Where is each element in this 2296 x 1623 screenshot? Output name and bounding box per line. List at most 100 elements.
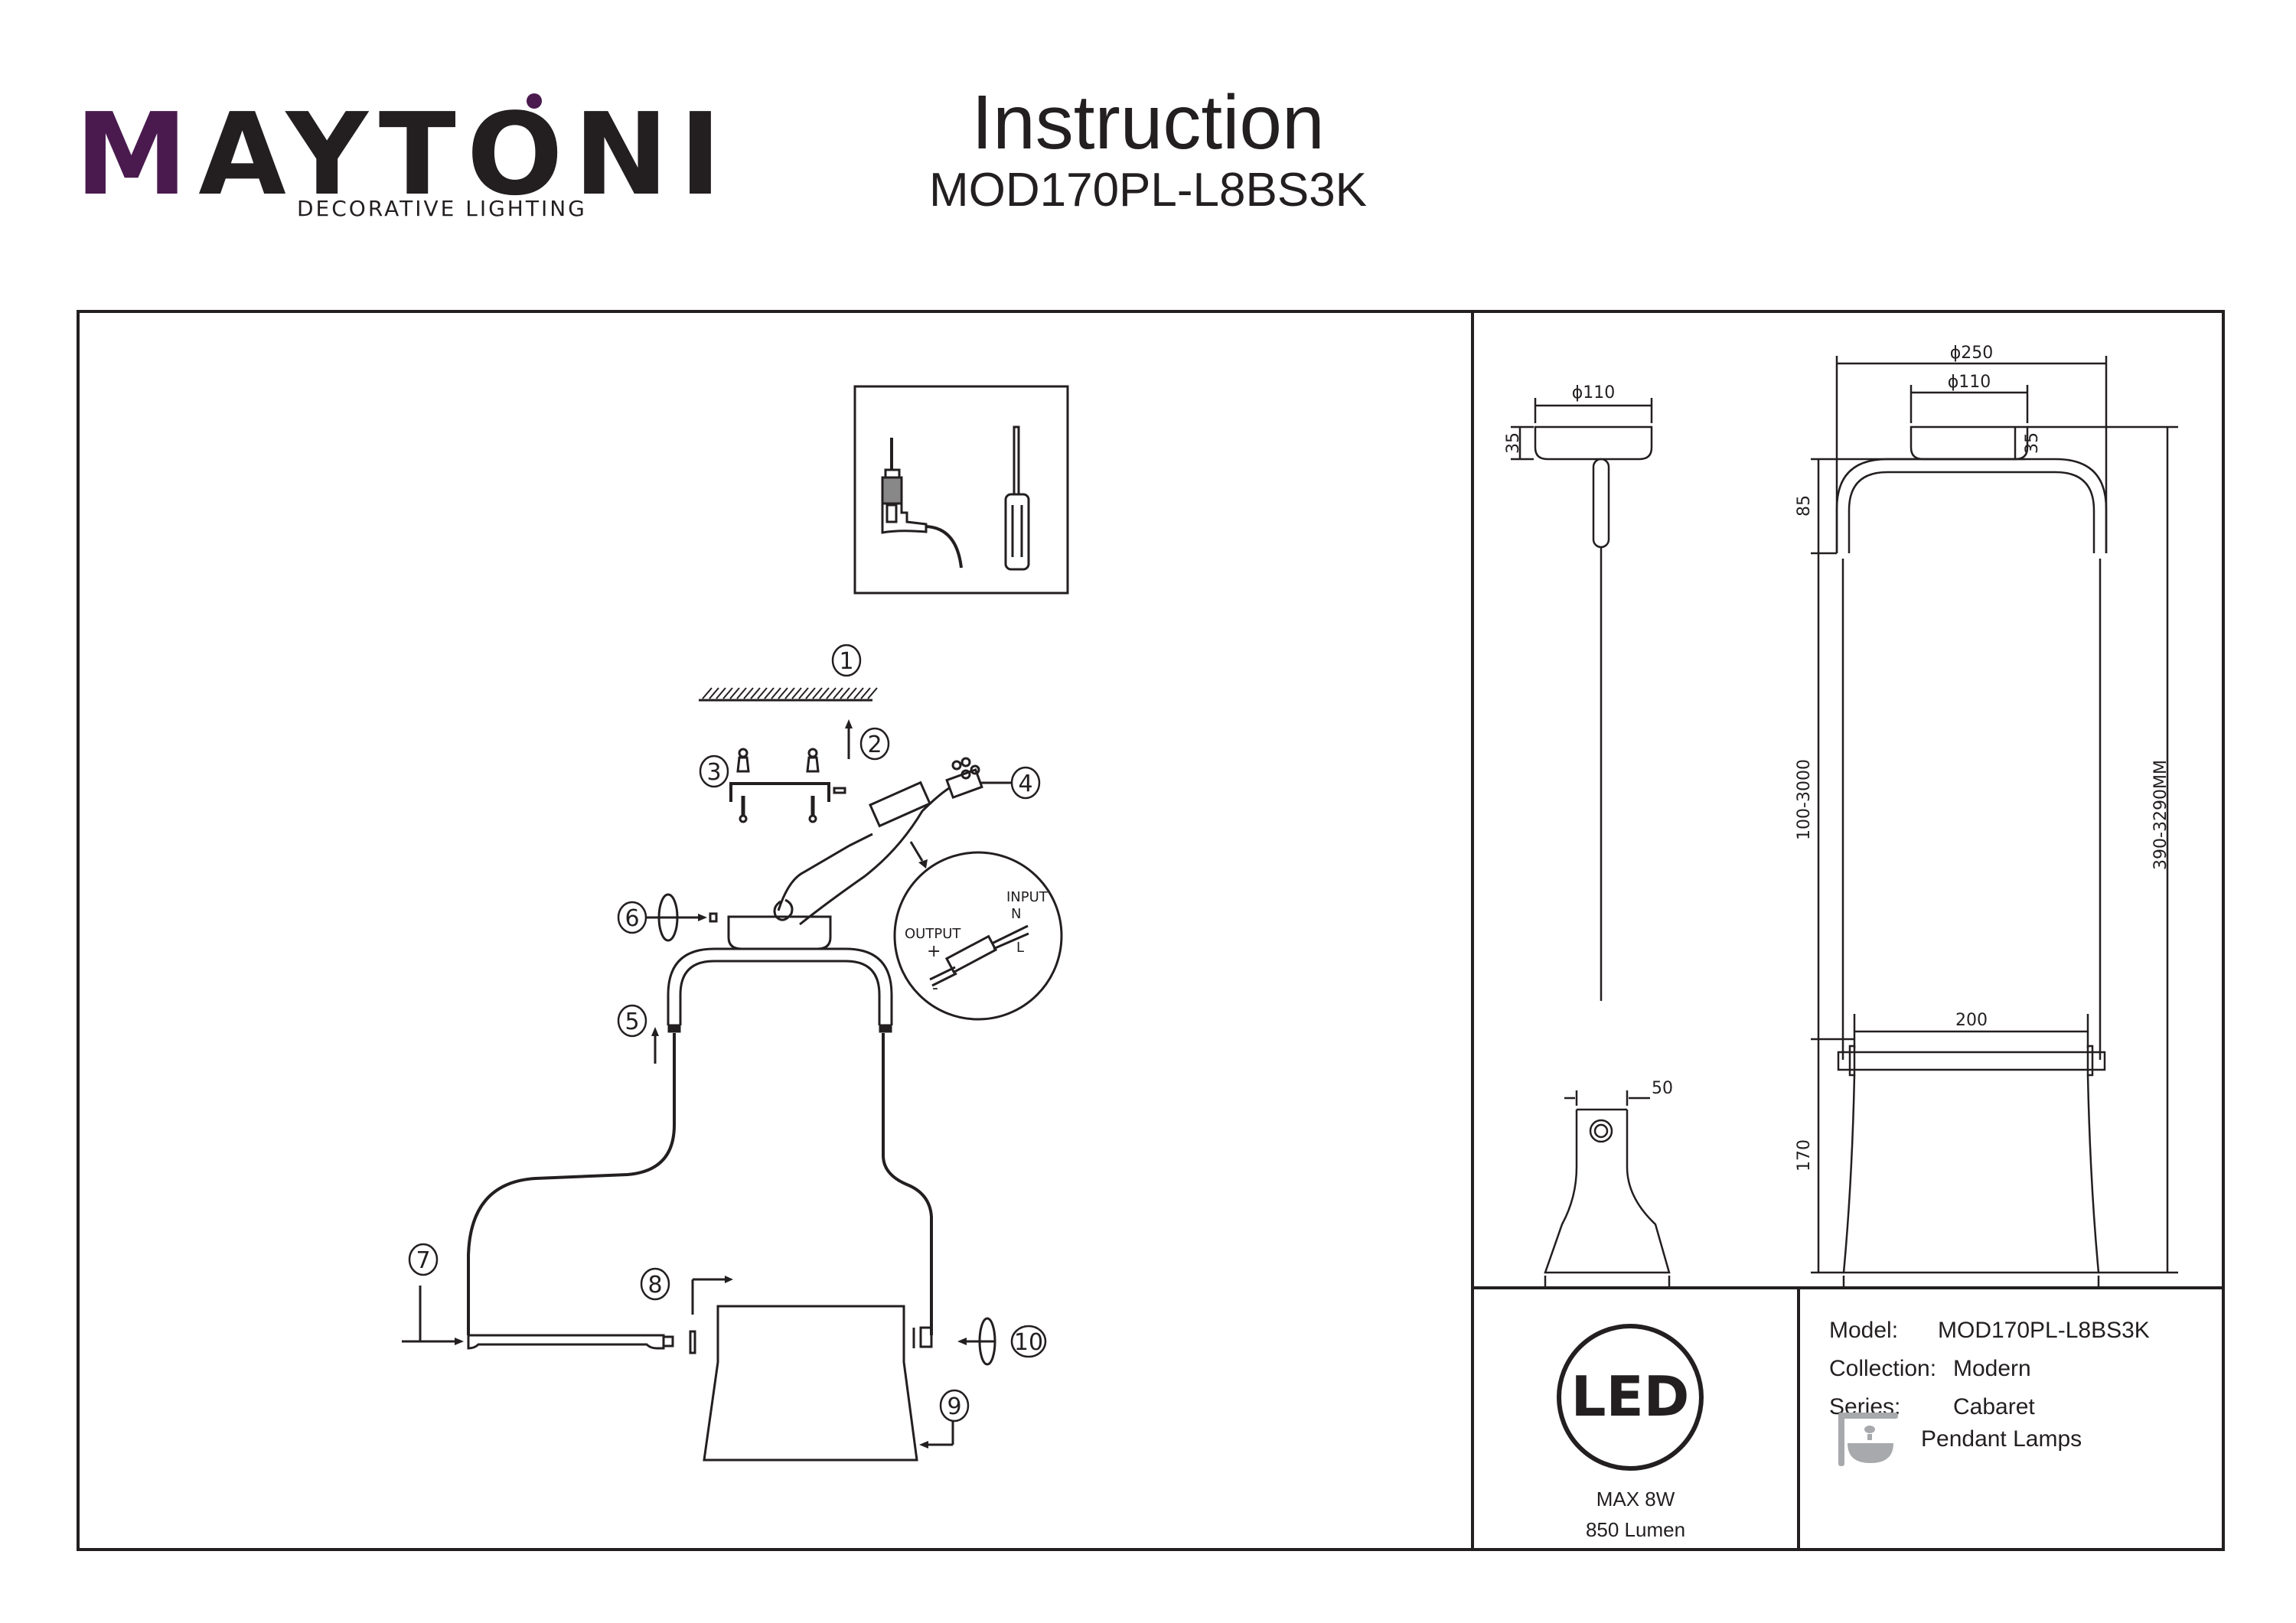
power-rating: MAX 8W [1596, 1488, 1675, 1511]
ceiling-hatch-line [819, 687, 830, 699]
screw-icon [739, 796, 748, 823]
dimension-drawings: ϕ110 35 50 127 ϕ250 ϕ110 35 85 100-3000 … [1504, 344, 2178, 1286]
front-shade-height: 170 [1795, 1139, 1814, 1172]
series-value: Cabaret [1953, 1394, 2035, 1419]
step-badge-5: 5 [617, 1004, 647, 1038]
ceiling-hatch-line [722, 687, 733, 699]
ceiling-hatch-line [846, 687, 857, 699]
wall-plug-icon [806, 748, 820, 773]
ceiling-hatch-line [750, 687, 761, 699]
brand-logo: MAYTONI [75, 98, 732, 211]
page-title: Instruction [971, 80, 1325, 165]
driver-and-wiring [773, 757, 1012, 926]
wiring-plus-label: + [927, 942, 941, 961]
lamp-shade [703, 1305, 918, 1462]
side-view-drawing [1511, 398, 1671, 1286]
screw-icon [808, 796, 817, 823]
model-label: Model: [1829, 1318, 1899, 1343]
wiring-l-label: L [1016, 940, 1024, 956]
ceiling-hatch-line [736, 687, 747, 699]
front-overall-width: ϕ250 [1950, 344, 1994, 363]
lumen-rating: 850 Lumen [1585, 1518, 1686, 1541]
ceiling-hatch-line [771, 687, 781, 699]
wiring-n-label: N [1011, 906, 1021, 922]
suspension-cable-right [882, 1033, 933, 1335]
side-canopy-height: 35 [1504, 432, 1523, 454]
panel-divider-horizontal [1471, 1286, 2225, 1289]
tools-box [853, 385, 1069, 595]
canopy [727, 915, 832, 950]
brand-logo-initial: M [75, 89, 199, 220]
front-canopy-diameter: ϕ110 [1948, 373, 1991, 392]
step-number: 7 [416, 1247, 430, 1274]
wiring-detail-callout [893, 851, 1063, 1021]
ceiling-hatch-line [764, 687, 775, 699]
step-number: 8 [647, 1272, 662, 1299]
ceiling-hatch-line [826, 687, 837, 699]
sheet-frame [77, 310, 2225, 1551]
ceiling-hatch-line [867, 687, 878, 699]
ceiling-hatch-line [743, 687, 754, 699]
ceiling-hatch-line [778, 687, 788, 699]
step-number: 4 [1018, 771, 1032, 797]
ceiling-hatch-line [853, 687, 864, 699]
side-shade-top-width: 50 [1652, 1079, 1673, 1098]
ceiling-hatch-line [702, 687, 713, 699]
side-canopy-diameter: ϕ110 [1572, 383, 1616, 402]
category-label: Pendant Lamps [1921, 1426, 2082, 1452]
step-number: 5 [625, 1009, 639, 1035]
front-arch-height: 85 [1795, 495, 1814, 517]
panel-divider-vertical [1471, 310, 1474, 1551]
front-total-height: 390-3290MM [2151, 760, 2170, 870]
model-heading: MOD170PL-L8BS3K [928, 164, 1368, 217]
brand-logo-dot [527, 93, 542, 109]
info-divider [1797, 1286, 1800, 1551]
mounting-bracket [729, 748, 846, 823]
brand-logo-text: AYTON [198, 89, 680, 220]
ceiling-hatch-line [805, 687, 816, 699]
led-badge-text: LED [1571, 1364, 1690, 1429]
step-badge-7: 7 [408, 1243, 439, 1276]
brand-logo-last: I [679, 89, 732, 220]
wiring-output-label: OUTPUT [905, 926, 961, 942]
ceiling-hatch-line [757, 687, 768, 699]
terminal-block-icon [945, 757, 983, 800]
ceiling-hatch-line [791, 687, 802, 699]
step-badge-2: 2 [859, 727, 890, 761]
step-badge-3: 3 [699, 754, 729, 788]
ceiling [699, 687, 878, 702]
collection-value: Modern [1953, 1356, 2031, 1381]
step-badge-8: 8 [640, 1267, 670, 1301]
step-badge-10: 10 [1010, 1325, 1047, 1358]
installation-diagram: 1 2 3 4 5 6 7 8 9 10 INPUT N L OUTPUT + - [402, 385, 1069, 1462]
arch-bracket [667, 947, 893, 1033]
step-number: 10 [1014, 1329, 1043, 1356]
step-badge-4: 4 [1010, 766, 1041, 800]
ceiling-hatch-line [716, 687, 726, 699]
collection-label: Collection: [1829, 1356, 1937, 1381]
ceiling-hatch-line [860, 687, 871, 699]
screwdriver-icon [1004, 425, 1030, 571]
drill-icon [881, 438, 963, 569]
wiring-input-label: INPUT [1006, 889, 1049, 905]
end-cap [689, 1330, 696, 1354]
step-badge-1: 1 [831, 644, 862, 677]
step-number: 1 [839, 648, 853, 675]
step-number: 2 [867, 732, 882, 758]
ceiling-hatch-line [729, 687, 740, 699]
suspension-cable-left [467, 1033, 676, 1335]
led-bar [467, 1334, 674, 1350]
wall-plug-icon [736, 748, 750, 773]
pendant-lamp-icon [1838, 1413, 1898, 1466]
wiring-minus-label: - [932, 979, 938, 998]
step-number: 6 [625, 905, 639, 932]
front-view-drawing [1811, 356, 2178, 1286]
ceiling-hatch-line [709, 687, 719, 699]
step-number: 9 [947, 1393, 961, 1420]
brand-tagline: DECORATIVE LIGHTING [297, 196, 587, 221]
ceiling-hatch-line [812, 687, 823, 699]
step-badge-6: 6 [617, 901, 647, 934]
front-bar-width: 200 [1955, 1011, 1988, 1030]
step-number: 3 [706, 759, 721, 786]
front-cable-length: 100-3000 [1795, 759, 1814, 840]
